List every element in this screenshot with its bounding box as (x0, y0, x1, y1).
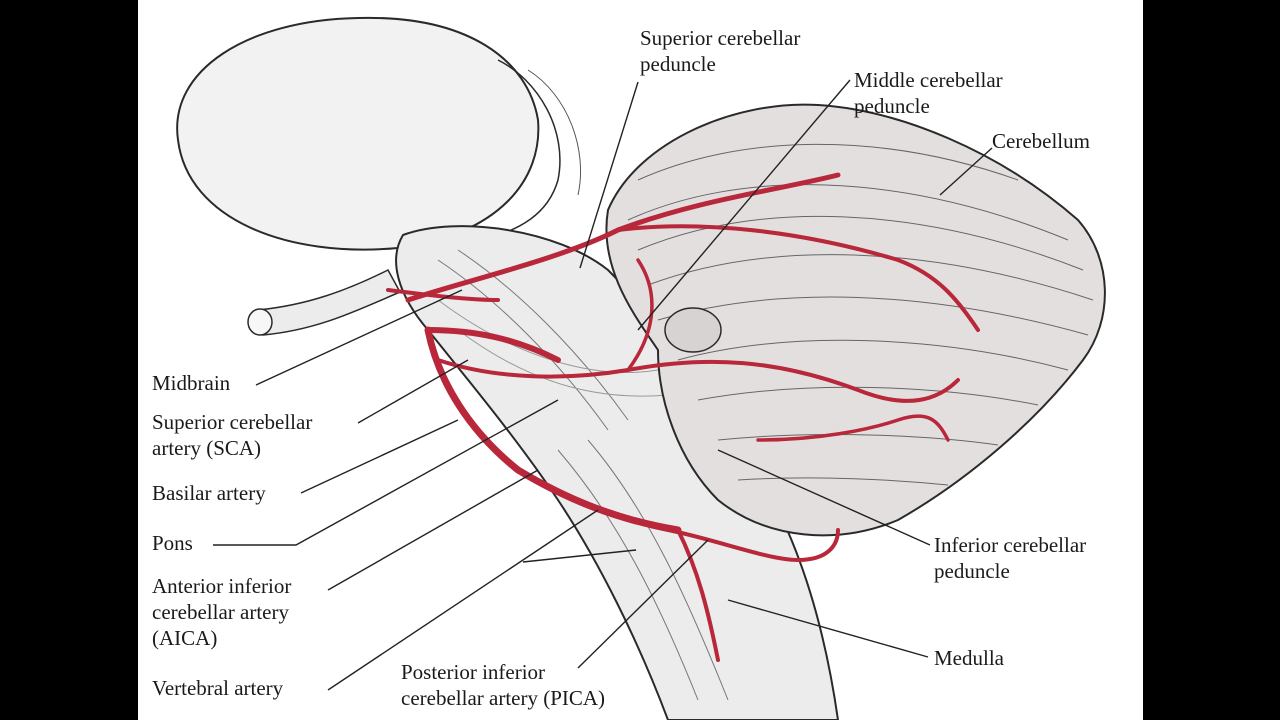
arteries (386, 172, 980, 662)
leader-sca (357, 359, 469, 424)
label-line: peduncle (854, 94, 930, 118)
label-line: Midbrain (152, 371, 231, 395)
label-pica: Posterior inferior cerebellar artery (PI… (401, 659, 605, 711)
label-line: (AICA) (152, 626, 218, 650)
sca-branch-path (616, 224, 980, 332)
label-line: Medulla (934, 646, 1004, 670)
nerve-stub (247, 269, 402, 336)
label-line: cerebellar artery (PICA) (401, 686, 606, 710)
pica-descending-path (676, 528, 720, 662)
leader-middle-cerebellar-peduncle (637, 79, 851, 331)
label-middle-cerebellar-peduncle: Middle cerebellar peduncle (854, 67, 1003, 119)
leader-midbrain (255, 289, 463, 386)
label-line: cerebellar artery (152, 600, 289, 624)
leader-pica (577, 539, 709, 669)
label-superior-cerebellar-artery: Superior cerebellar artery (SCA) (152, 409, 312, 461)
label-line: Pons (152, 531, 193, 555)
aica-path (436, 358, 960, 403)
label-superior-cerebellar-peduncle: Superior cerebellar peduncle (640, 25, 800, 77)
label-line: peduncle (640, 52, 716, 76)
leader-superior-cerebellar-peduncle (579, 81, 639, 269)
leader-vertebral-artery (327, 509, 599, 691)
label-line: Basilar artery (152, 481, 266, 505)
leader-pons (213, 399, 559, 546)
label-line: Inferior cerebellar (934, 533, 1087, 557)
leader-cerebellum (939, 147, 993, 196)
label-line: artery (SCA) (152, 436, 262, 460)
cerebrum-section (176, 16, 582, 251)
label-line: Posterior inferior (401, 660, 546, 684)
cerebellum-shape (605, 103, 1106, 537)
label-midbrain: Midbrain (152, 370, 230, 396)
label-line: Superior cerebellar (152, 410, 313, 434)
label-line: Vertebral artery (152, 676, 284, 700)
brainstem-illustration (176, 16, 1106, 720)
leader-lines (213, 79, 993, 691)
label-line: Superior cerebellar (640, 26, 801, 50)
label-basilar-artery: Basilar artery (152, 480, 266, 506)
leader-aica (327, 469, 539, 591)
aica-branch-path (626, 258, 654, 372)
label-pons: Pons (152, 530, 193, 556)
leader-medulla (727, 599, 929, 658)
leader-vertebral-artery-2 (522, 549, 637, 563)
label-aica: Anterior inferior cerebellar artery (AIC… (152, 573, 291, 651)
label-inferior-cerebellar-peduncle: Inferior cerebellar peduncle (934, 532, 1086, 584)
cerebellar-branch-path (756, 414, 950, 442)
leader-inferior-cerebellar-peduncle (717, 449, 931, 546)
label-cerebellum: Cerebellum (992, 128, 1090, 154)
brainstem-body (395, 225, 840, 720)
label-line: Middle cerebellar (854, 68, 1003, 92)
label-medulla: Medulla (934, 645, 1004, 671)
leader-basilar-artery (300, 419, 459, 494)
label-line: Cerebellum (992, 129, 1090, 153)
label-line: Anterior inferior (152, 574, 292, 598)
diagram-canvas: Superior cerebellar peduncle Middle cere… (138, 0, 1143, 720)
basilar-artery-path (425, 327, 561, 363)
label-vertebral-artery: Vertebral artery (152, 675, 283, 701)
pica-path (516, 468, 840, 563)
label-line: peduncle (934, 559, 1010, 583)
